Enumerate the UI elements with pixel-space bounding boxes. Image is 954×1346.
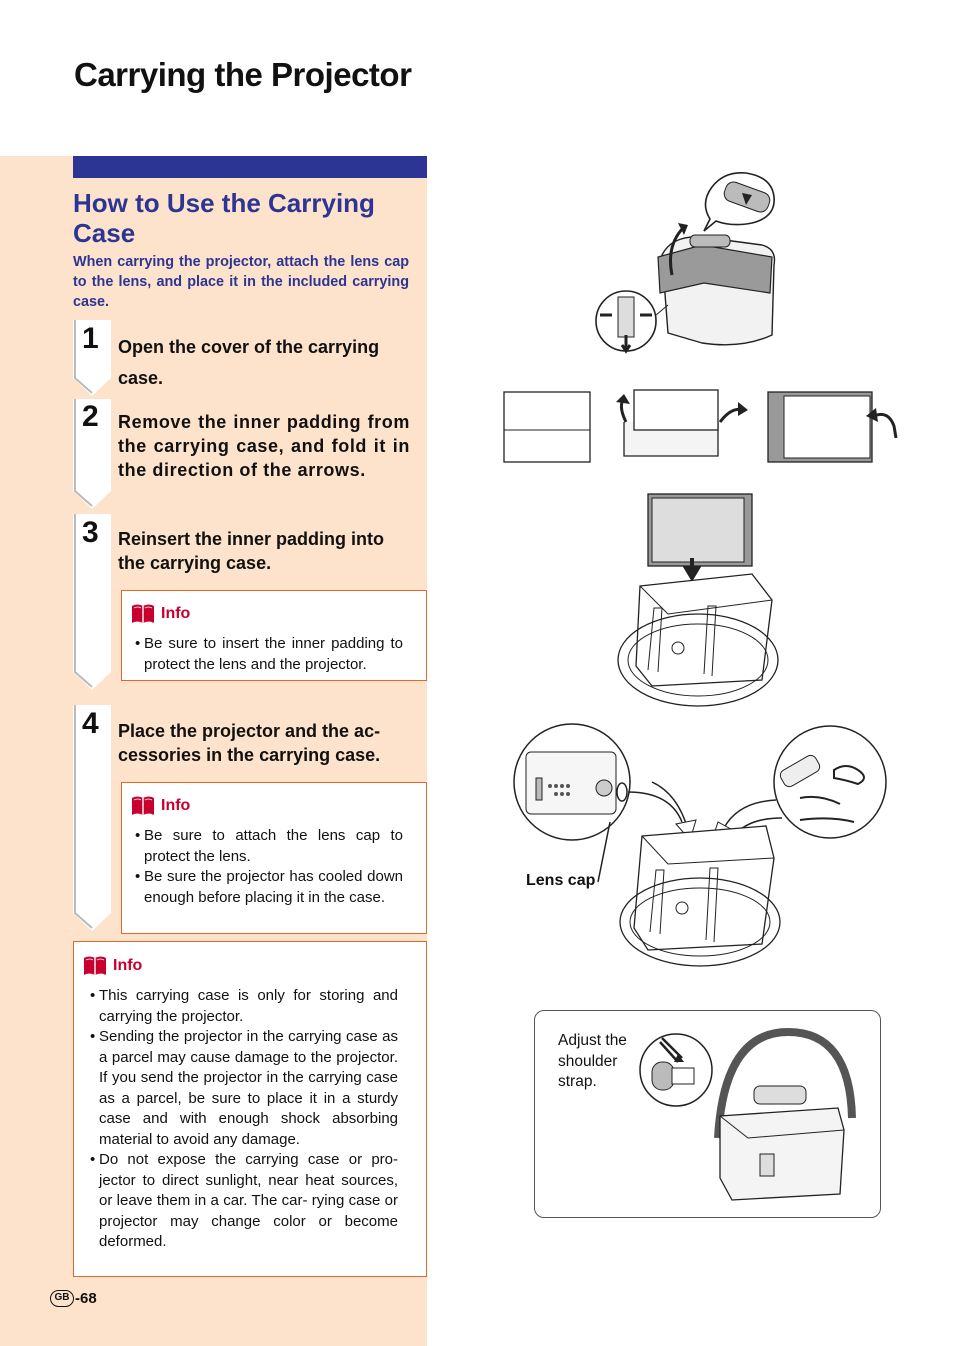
step-2-number: 2 <box>82 400 99 433</box>
step-3-text: Reinsert the inner padding into the carr… <box>118 529 385 573</box>
section-heading: How to Use the Carrying Case <box>73 188 375 248</box>
info-label: Info <box>161 605 191 622</box>
info-header: Info <box>131 795 190 817</box>
reinsert-padding-figure <box>617 493 779 707</box>
lens-cap-label: Lens cap <box>526 872 596 889</box>
section-intro: When carrying the projector, attach the … <box>73 254 409 310</box>
adjust-strap-figure <box>639 1028 856 1201</box>
book-icon <box>132 604 154 623</box>
info-list: Be sure to attach the lens cap to protec… <box>135 826 403 908</box>
step-1-text: Open the cover of the carrying case. <box>118 337 380 388</box>
page-title: Carrying the Projector <box>74 56 412 93</box>
info-item: Be sure to attach the lens cap to protec… <box>135 826 403 867</box>
info-item: This carrying case is only for storing a… <box>90 986 398 1027</box>
page-number: GB -68 <box>50 1290 97 1307</box>
step-tab-icon <box>73 320 111 396</box>
step-2-text: Remove the inner padding from the carryi… <box>118 412 410 480</box>
step-1-number: 1 <box>82 322 99 355</box>
step-4-number: 4 <box>82 707 99 740</box>
book-icon <box>132 796 154 815</box>
strap-caption: Adjust the shoulder strap. <box>558 1032 627 1090</box>
step-4-text: Place the projector and the ac- cessorie… <box>118 721 381 765</box>
info-item: Sending the projector in the carrying ca… <box>90 1027 398 1150</box>
fold-padding-figure <box>503 389 898 463</box>
info-item: Be sure to insert the inner padding to p… <box>135 634 403 675</box>
info-item: Be sure the projector has cooled down en… <box>135 867 403 908</box>
section-bar <box>73 156 427 178</box>
info-header: Info <box>83 955 142 977</box>
open-case-figure <box>595 171 776 354</box>
book-icon <box>84 956 106 975</box>
info-label: Info <box>161 797 191 814</box>
region-badge: GB <box>50 1290 74 1307</box>
info-list: This carrying case is only for storing a… <box>90 986 398 1253</box>
page-number-text: -68 <box>75 1290 97 1307</box>
step-tab-icon <box>73 514 111 690</box>
info-item: Do not expose the carrying case or pro- … <box>90 1150 398 1253</box>
info-list: Be sure to insert the inner padding to p… <box>135 634 403 675</box>
info-label: Info <box>113 957 143 974</box>
step-tab-icon <box>73 705 111 931</box>
info-header: Info <box>131 603 190 625</box>
step-3-number: 3 <box>82 516 99 549</box>
step-tab-icon <box>73 399 111 509</box>
place-projector-figure <box>513 723 887 967</box>
